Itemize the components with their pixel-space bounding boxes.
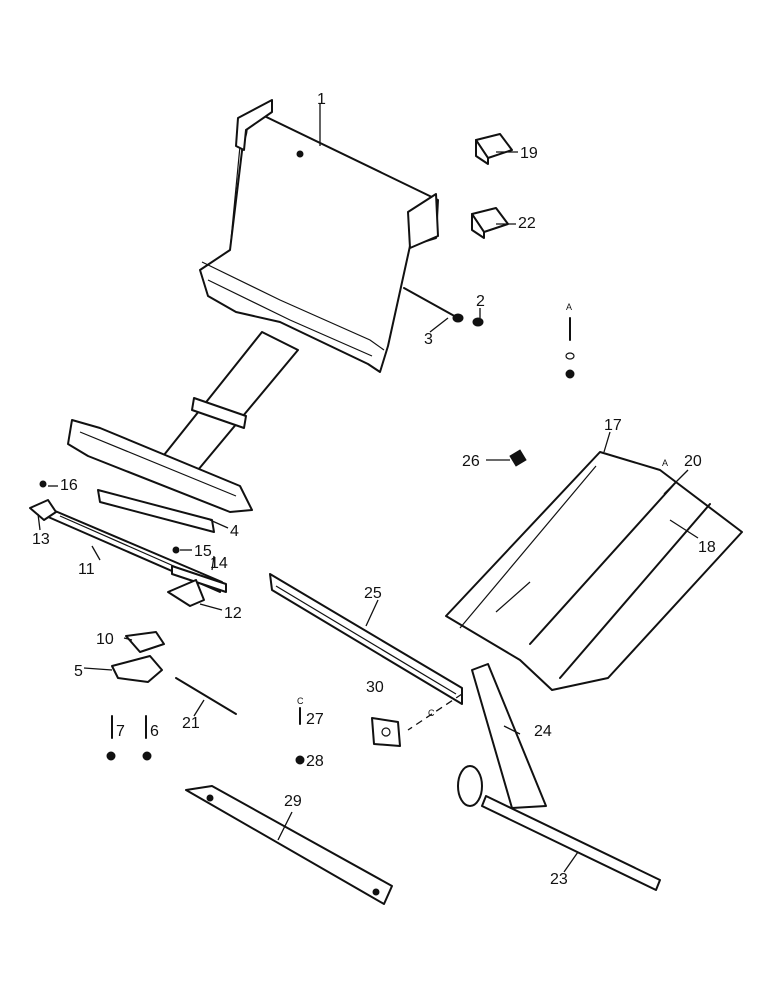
callout-10: 10 <box>96 631 114 648</box>
callout-5: 5 <box>74 663 83 680</box>
callout-29: 29 <box>284 793 302 810</box>
part-4-plate <box>97 489 215 533</box>
mark-c-bolt: C <box>297 696 304 706</box>
callout-30: 30 <box>366 679 384 696</box>
callout-17: 17 <box>604 417 622 434</box>
callout-4: 4 <box>230 523 239 540</box>
part-30-plate <box>371 717 401 747</box>
mark-c-hole: C <box>428 708 435 718</box>
part-5-guard <box>111 655 163 683</box>
callout-13: 13 <box>32 531 50 548</box>
mark-a-slat: A <box>662 458 668 468</box>
callout-25: 25 <box>364 585 382 602</box>
callout-24: 24 <box>534 723 552 740</box>
callout-14: 14 <box>210 555 228 572</box>
part-16-bolt <box>39 480 47 488</box>
callout-21: 21 <box>182 715 200 732</box>
part-12-knife <box>167 579 205 607</box>
callout-labels: 1 19 22 2 3 26 17 20 18 16 13 4 15 14 11… <box>32 91 716 888</box>
leader-lines <box>37 104 699 873</box>
bolt-a <box>565 317 575 379</box>
callout-15: 15 <box>194 543 212 560</box>
frame-tube <box>67 331 299 513</box>
part-26-fastener <box>509 449 527 467</box>
callout-12: 12 <box>224 605 242 622</box>
callout-7: 7 <box>116 723 125 740</box>
part-2-nut <box>472 317 484 327</box>
part-28-nut <box>295 755 305 765</box>
part-23-shaft <box>457 765 661 891</box>
part-6-bolt <box>142 715 152 761</box>
callout-6: 6 <box>150 723 159 740</box>
part-3-rod <box>403 287 464 323</box>
part-17-conveyor-belt <box>445 451 743 691</box>
part-1-hood <box>199 99 439 373</box>
part-14-bar <box>171 565 227 593</box>
part-7-bolt <box>106 715 116 761</box>
callout-16: 16 <box>60 477 78 494</box>
callout-11: 11 <box>78 561 95 578</box>
part-20-strip <box>529 481 677 645</box>
callout-22: 22 <box>518 215 536 232</box>
part-10-clip <box>125 631 165 653</box>
part-19-block <box>475 133 513 165</box>
dashed-assembly-line <box>407 693 463 731</box>
part-25-channel <box>269 573 463 705</box>
part-22-block <box>471 207 509 239</box>
callout-28: 28 <box>306 753 324 770</box>
callout-20: 20 <box>684 453 702 470</box>
callout-23: 23 <box>550 871 568 888</box>
part-18-slat <box>559 503 711 679</box>
callout-2: 2 <box>476 293 485 310</box>
letter-marks: A A C C <box>297 302 668 718</box>
part-15-bolt <box>172 546 180 554</box>
callout-19: 19 <box>520 145 538 162</box>
part-21-rod <box>175 677 237 715</box>
mark-a-bolt: A <box>566 302 572 312</box>
callout-3: 3 <box>424 331 433 348</box>
part-29-long-bar <box>185 785 393 905</box>
callout-1: 1 <box>317 91 326 108</box>
callout-18: 18 <box>698 539 716 556</box>
callout-26: 26 <box>462 453 480 470</box>
callout-27: 27 <box>306 711 324 728</box>
part-13-end-piece <box>29 499 57 521</box>
part-24-bracket <box>471 663 547 809</box>
